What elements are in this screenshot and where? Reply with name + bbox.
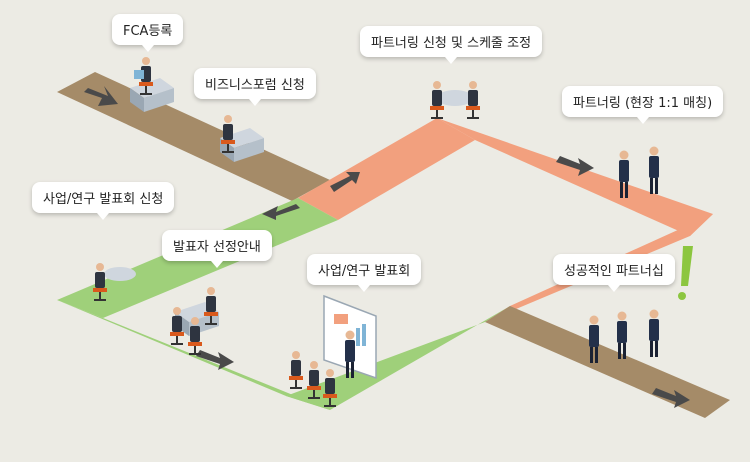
- salmon-path-right: [437, 118, 713, 236]
- arrow-up: [330, 172, 360, 192]
- partnering-schedule-scene: [430, 81, 480, 119]
- presenter-guide-scene: [170, 287, 219, 355]
- arrow-start: [84, 86, 118, 106]
- step-presenter-guide: 발표자 선정안내: [162, 230, 272, 268]
- step-presentation: 사업/연구 발표회: [307, 254, 422, 292]
- step-business-forum-apply: 비즈니스포럼 신청: [194, 68, 316, 106]
- step-successful-partnership: 성공적인 파트너십: [553, 254, 675, 292]
- step-presentation-apply: 사업/연구 발표회 신청: [32, 182, 175, 220]
- green-path-return: [286, 306, 510, 410]
- arrow-left: [262, 204, 300, 220]
- brown-path-start: [57, 72, 330, 201]
- presentation-apply-scene: [93, 263, 136, 301]
- presentation-scene: [289, 294, 377, 407]
- arrow-end: [652, 388, 690, 408]
- fca-register-scene: [130, 57, 174, 112]
- step-partnering-meeting: 파트너링 (현장 1:1 매칭): [562, 86, 724, 124]
- arrow-green-down: [196, 350, 234, 370]
- step-fca-register: FCA등록: [112, 14, 184, 52]
- step-partnering-schedule: 파트너링 신청 및 스케줄 조정: [360, 26, 543, 64]
- exclamation-icon: [678, 246, 693, 300]
- green-path-bottom: [57, 300, 330, 410]
- salmon-path-up: [298, 118, 475, 220]
- brown-path-end: [485, 306, 730, 418]
- arrow-right-salmon: [556, 156, 594, 176]
